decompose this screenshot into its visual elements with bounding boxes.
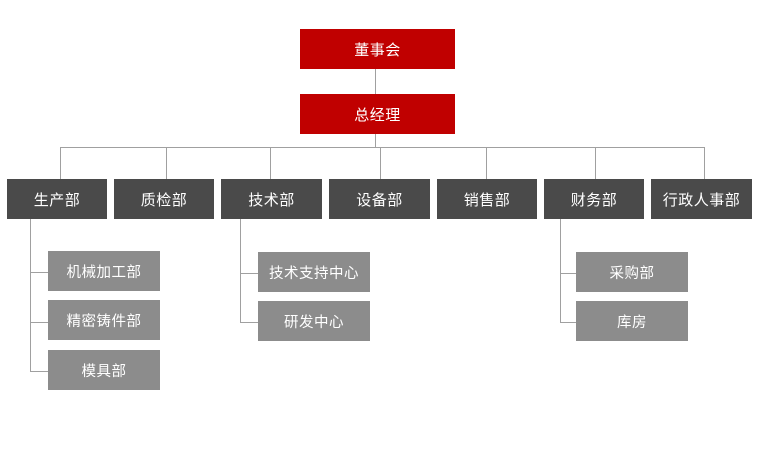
connector-production-child-2: [30, 371, 48, 372]
connector-department-bus: [60, 147, 705, 148]
general-manager-box: 总经理: [300, 94, 455, 134]
connector-finance-child-0: [560, 273, 576, 274]
sub-unit-warehouse: 库房: [576, 301, 688, 341]
connector-production-child-0: [30, 272, 48, 273]
connector-tech-child-0: [240, 273, 258, 274]
connector-gm-bus: [375, 134, 376, 148]
sub-unit-machining: 机械加工部: [48, 251, 160, 291]
connector-dept-0: [60, 147, 61, 179]
connector-dept-2: [270, 147, 271, 179]
department-box-sales: 销售部: [437, 179, 537, 219]
connector-dept-6: [704, 147, 705, 179]
department-box-production: 生产部: [7, 179, 107, 219]
department-box-quality: 质检部: [114, 179, 214, 219]
department-box-equipment: 设备部: [329, 179, 430, 219]
department-box-finance: 财务部: [544, 179, 644, 219]
connector-finance-child-1: [560, 322, 576, 323]
sub-unit-purchasing: 采购部: [576, 252, 688, 292]
connector-dept-1: [166, 147, 167, 179]
connector-dept-5: [595, 147, 596, 179]
connector-finance-spine: [560, 219, 561, 323]
connector-tech-spine: [240, 219, 241, 323]
sub-unit-rnd: 研发中心: [258, 301, 370, 341]
connector-tech-child-1: [240, 322, 258, 323]
connector-dept-3: [380, 147, 381, 179]
sub-unit-mold: 模具部: [48, 350, 160, 390]
connector-production-child-1: [30, 322, 48, 323]
department-box-admin-hr: 行政人事部: [651, 179, 752, 219]
sub-unit-precision-casting: 精密铸件部: [48, 300, 160, 340]
connector-production-spine: [30, 219, 31, 371]
connector-board-gm: [375, 69, 376, 94]
board-box: 董事会: [300, 29, 455, 69]
department-box-technology: 技术部: [221, 179, 322, 219]
connector-dept-4: [486, 147, 487, 179]
sub-unit-tech-support: 技术支持中心: [258, 252, 370, 292]
